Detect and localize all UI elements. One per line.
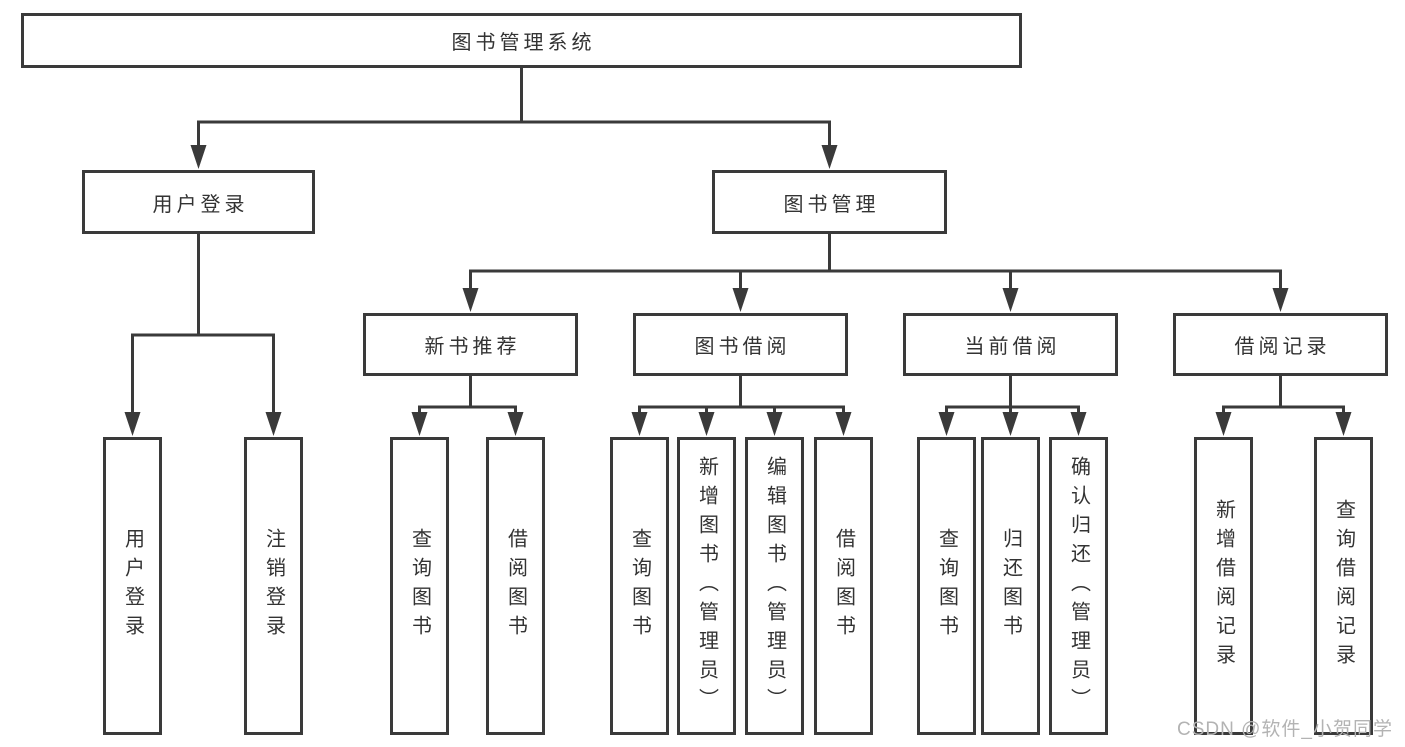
arrow-down-icon [507,412,524,436]
arrow-down-icon [1335,412,1352,436]
leaf-query-borrow-record: 查询借阅记录 [1314,437,1373,735]
arrow-down-icon [835,412,852,436]
node-book-borrowing: 图书借阅 [633,313,848,376]
arrow-down-icon [190,145,207,169]
leaf-return-book: 归还图书 [981,437,1040,735]
leaf-query-books-3: 查询图书 [917,437,976,735]
leaf-add-book-admin: 新增图书（管理员） [677,437,736,735]
connector-current-borrow-to-leaves [945,374,1080,418]
arrow-down-icon [1002,412,1019,436]
node-library-management-system: 图书管理系统 [21,13,1022,68]
connector-root-to-level2 [197,66,831,152]
arrow-down-icon [631,412,648,436]
csdn-watermark: CSDN @软件_小贺同学 [1177,719,1393,740]
arrow-down-icon [462,288,479,312]
node-new-book-recommendation: 新书推荐 [363,313,578,376]
leaf-borrow-books-1: 借阅图书 [486,437,545,735]
arrow-down-icon [732,288,749,312]
arrow-down-icon [821,145,838,169]
leaf-query-books-1: 查询图书 [390,437,449,735]
leaf-query-books-2: 查询图书 [610,437,669,735]
leaf-edit-book-admin: 编辑图书（管理员） [745,437,804,735]
arrow-down-icon [1070,412,1087,436]
arrow-down-icon [124,412,141,436]
node-current-borrowing: 当前借阅 [903,313,1118,376]
connector-user-login-to-leaves [131,232,275,418]
connector-new-book-to-leaves [418,374,517,418]
node-user-login: 用户登录 [82,170,315,234]
leaf-borrow-books-2: 借阅图书 [814,437,873,735]
arrow-down-icon [938,412,955,436]
arrow-down-icon [698,412,715,436]
arrow-down-icon [411,412,428,436]
arrow-down-icon [1215,412,1232,436]
arrow-down-icon [766,412,783,436]
connector-book-mgmt-to-level3 [469,232,1282,295]
leaf-add-borrow-record: 新增借阅记录 [1194,437,1253,735]
leaf-logout: 注销登录 [244,437,303,735]
leaf-confirm-return-admin: 确认归还（管理员） [1049,437,1108,735]
connector-borrow-record-to-leaves [1222,374,1345,418]
node-book-management: 图书管理 [712,170,947,234]
arrow-down-icon [1002,288,1019,312]
arrow-down-icon [1272,288,1289,312]
leaf-user-login: 用户登录 [103,437,162,735]
connector-book-borrow-to-leaves [638,374,845,418]
arrowheads-group [124,145,1352,436]
node-borrowing-records: 借阅记录 [1173,313,1388,376]
arrow-down-icon [265,412,282,436]
